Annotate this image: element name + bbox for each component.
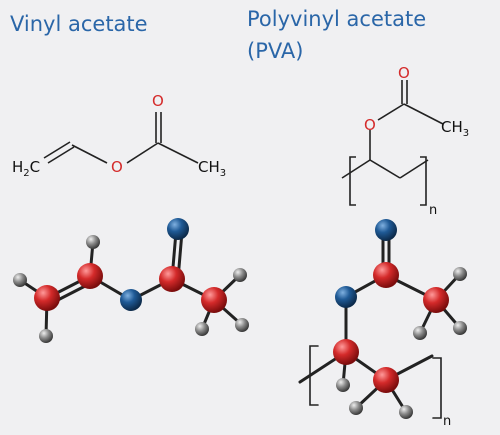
vinyl-model-c2 <box>77 263 103 289</box>
vinyl-model-h1 <box>86 235 100 249</box>
pva-repeat-n-label: n <box>429 203 437 218</box>
pva-bracket-left <box>349 156 356 206</box>
vinyl-model-h4 <box>233 268 247 282</box>
pva-model-c-backbone-1 <box>333 339 359 365</box>
pva-bond-c-ch3 <box>403 103 444 125</box>
pva-bracket-right <box>420 156 427 206</box>
pva-model <box>298 219 467 419</box>
pva-model-c-methyl <box>423 287 449 313</box>
pva-model-repeat-n-label: n <box>443 414 451 429</box>
vinyl-bond-c-c-2 <box>47 146 75 164</box>
pva-model-c-carbonyl <box>373 262 399 288</box>
polyvinyl-acetate-title: Polyvinyl acetate <box>247 7 427 31</box>
pva-bond-chain-mid <box>369 159 401 179</box>
vinyl-model-o-carbonyl <box>167 218 189 240</box>
pva-model-h2 <box>453 321 467 335</box>
pva-bond-chain-right <box>399 159 429 179</box>
vinyl-model-c4 <box>201 287 227 313</box>
pva-bond-chain-left <box>341 159 371 179</box>
pva-model-h1 <box>453 267 467 281</box>
vinyl-bond-c-ch3 <box>157 142 199 164</box>
vinyl-acetate-structure <box>43 112 199 164</box>
vinyl-carbonyl-oxygen-label: O <box>152 92 164 110</box>
pva-ch3-label: CH3 <box>441 118 469 139</box>
pva-model-h6 <box>399 405 413 419</box>
pva-carbonyl-oxygen-label: O <box>398 64 410 82</box>
vinyl-model-c1 <box>34 285 60 311</box>
vinyl-model-h6 <box>235 318 249 332</box>
pva-bond-c-o <box>377 103 405 121</box>
vinyl-ch2-label: H2C <box>12 158 40 179</box>
vinyl-model-h5 <box>195 322 209 336</box>
pva-abbreviation: (PVA) <box>247 39 304 63</box>
vinyl-ch3-label: CH3 <box>198 158 226 179</box>
vinyl-model-c3 <box>159 266 185 292</box>
vinyl-bond-c-c-1 <box>43 141 71 159</box>
vinyl-acetate-model <box>13 218 249 343</box>
vinyl-bond-o-c <box>126 142 159 164</box>
vinyl-model-h3 <box>39 329 53 343</box>
pva-model-h3 <box>413 326 427 340</box>
pva-model-o-carbonyl <box>375 219 397 241</box>
pva-ester-oxygen-label: O <box>364 116 376 134</box>
pva-model-h4 <box>336 378 350 392</box>
vinyl-model-h2 <box>13 273 27 287</box>
vinyl-acetate-title: Vinyl acetate <box>10 12 148 36</box>
pva-model-o-ester <box>335 286 357 308</box>
pva-structure <box>341 80 444 206</box>
pva-model-c-backbone-2 <box>373 367 399 393</box>
vinyl-bond-c-o <box>71 144 108 164</box>
vinyl-ester-oxygen-label: O <box>111 158 123 176</box>
pva-model-h5 <box>349 401 363 415</box>
vinyl-model-o-ester <box>120 289 142 311</box>
